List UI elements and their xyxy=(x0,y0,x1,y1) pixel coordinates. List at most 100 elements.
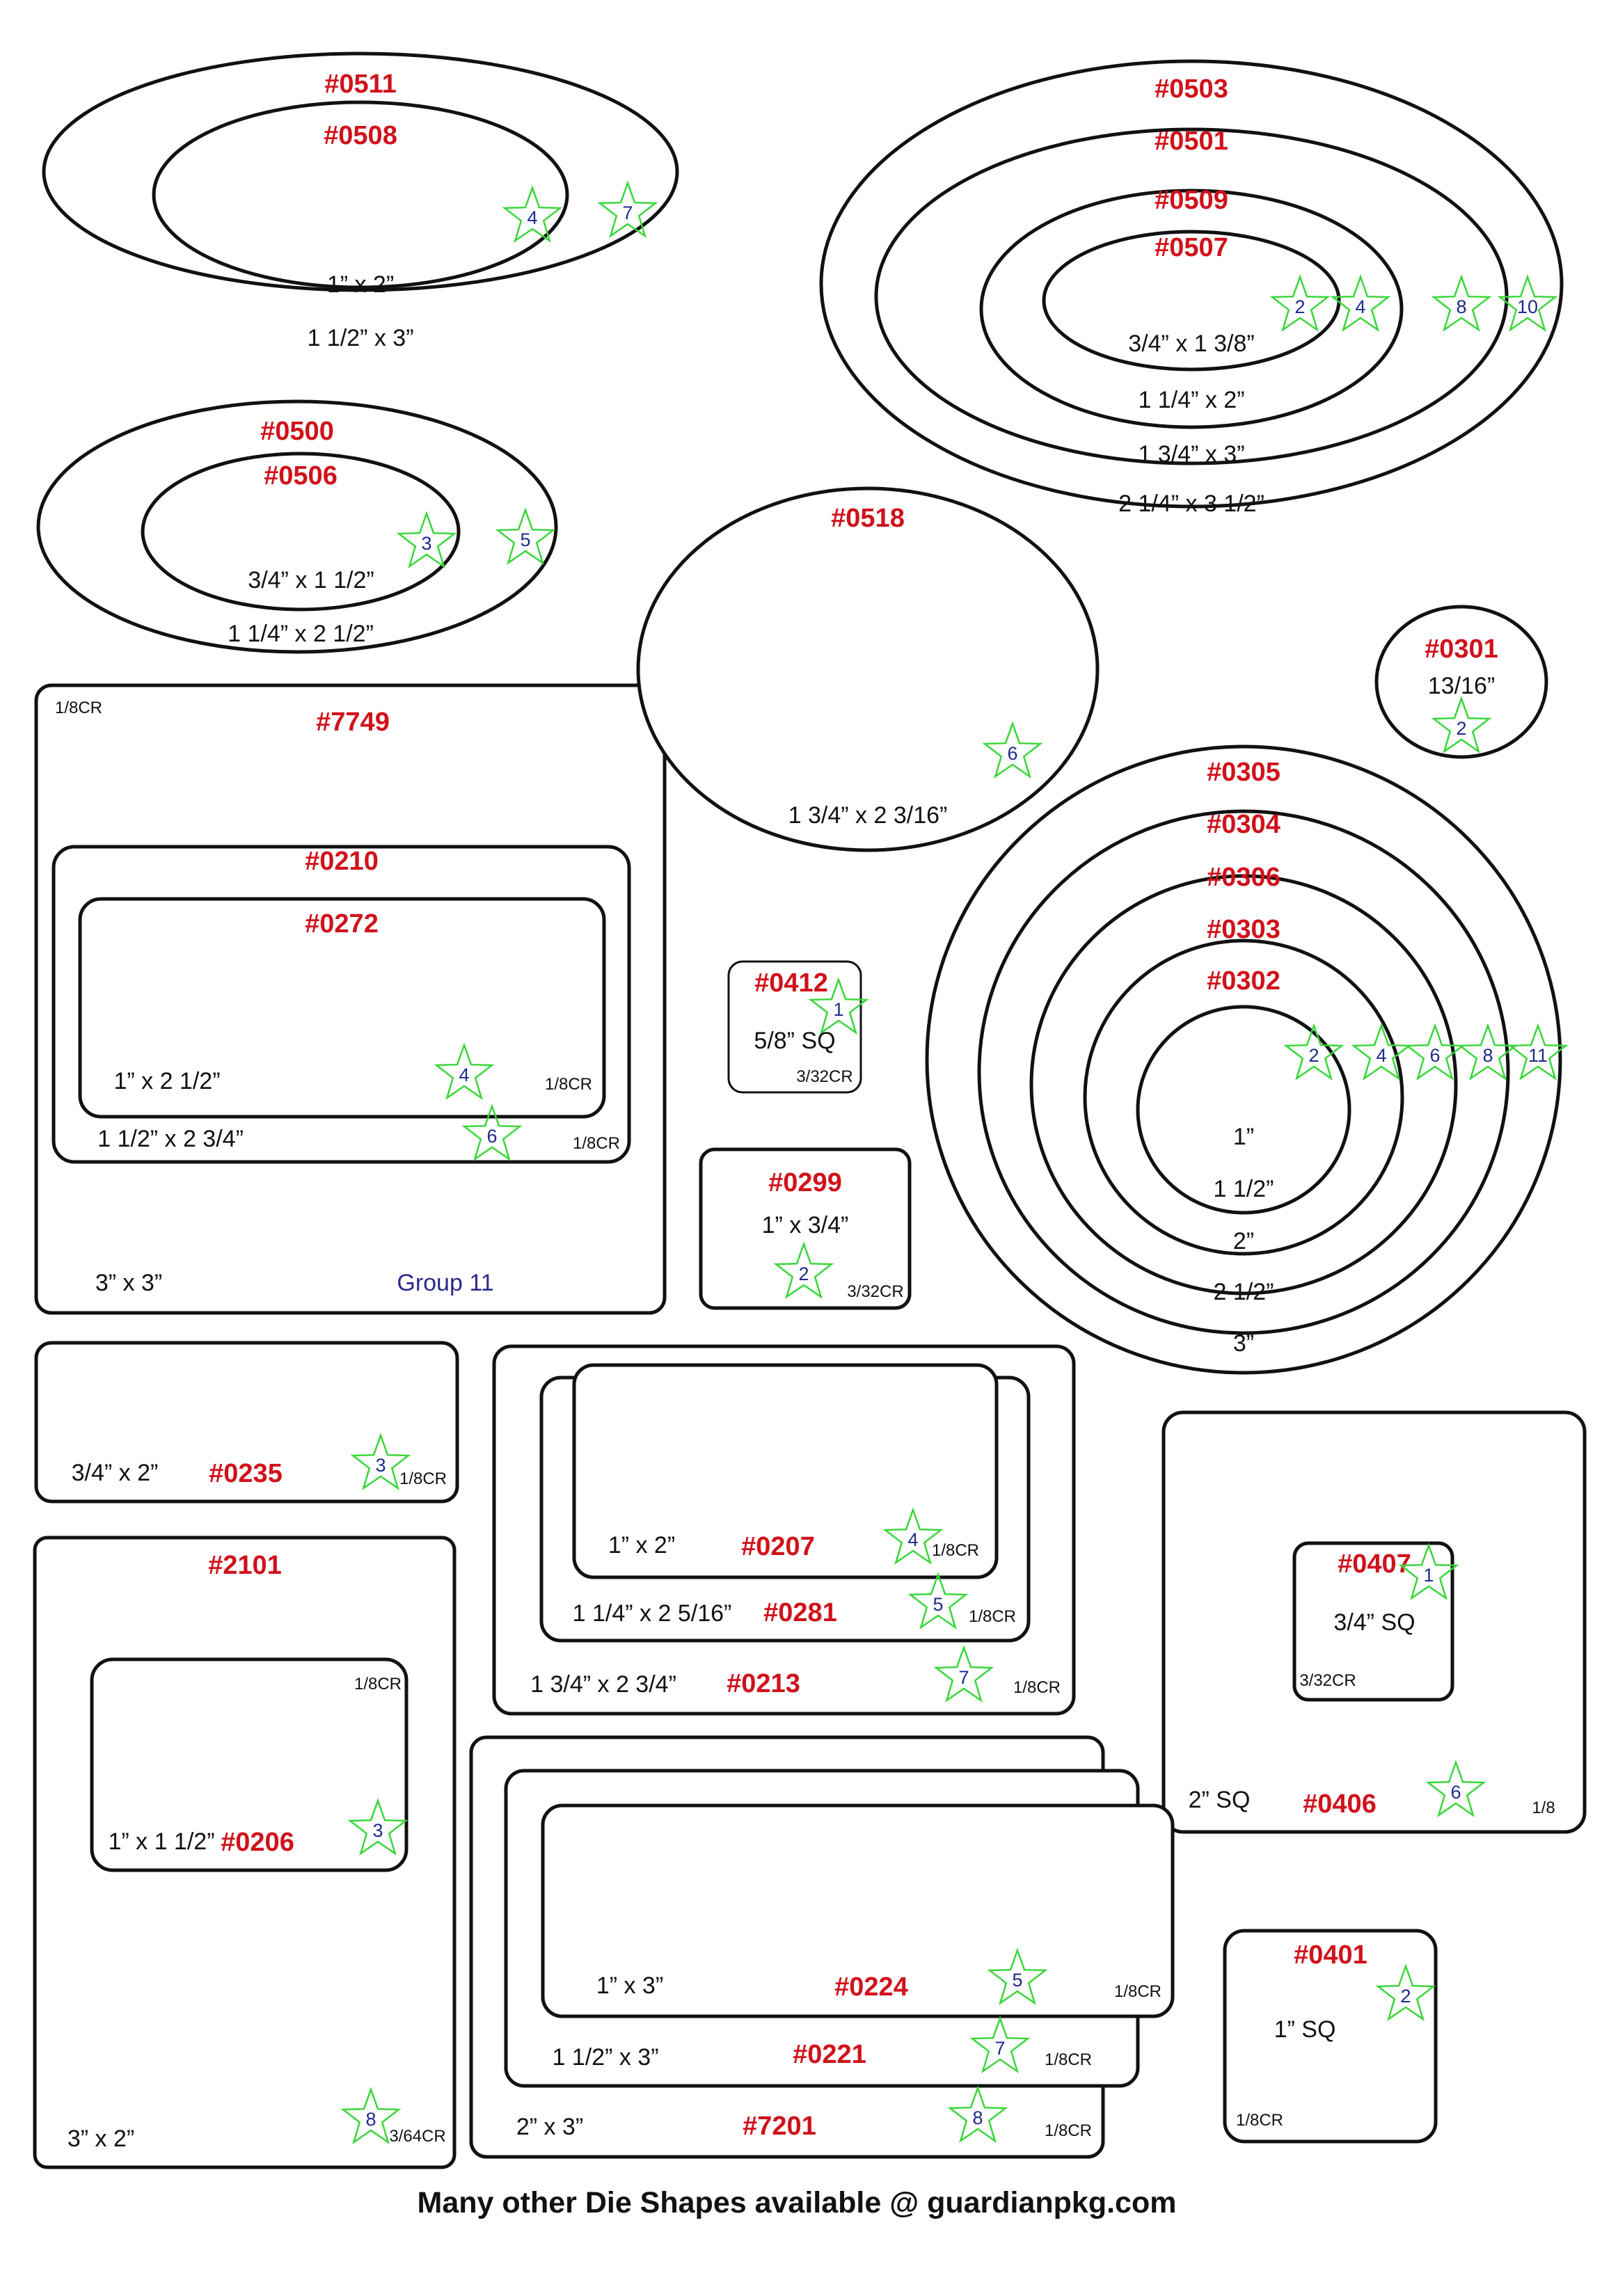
die-group-0301: #0301 13/16” 2 xyxy=(1374,605,1548,759)
star-number: 2 xyxy=(1456,718,1466,739)
star-badge-0412: 1 xyxy=(808,977,869,1035)
die-code-0509: #0509 xyxy=(1155,186,1228,215)
star-badge-0303: 4 xyxy=(1351,1023,1412,1081)
die-group-0305: #0305 #0304 #0306 #0303 #0302 1” 1 1/2” … xyxy=(925,744,1569,1375)
corner-radius-0406: 1/8 xyxy=(1532,1799,1555,1817)
die-code-0221: #0221 xyxy=(793,2040,866,2069)
star-badge-0299: 2 xyxy=(773,1241,834,1300)
die-code-0272: #0272 xyxy=(305,909,379,939)
star-number: 2 xyxy=(1294,296,1305,317)
die-code-0306: #0306 xyxy=(1207,863,1280,892)
die-group-7201: 1” x 3” #0224 1/8CR 1 1/2” x 3” #0221 1/… xyxy=(469,1735,1175,2159)
star-icon xyxy=(933,1645,994,1703)
star-number: 5 xyxy=(1012,1970,1022,1991)
star-badge-0305: 11 xyxy=(1507,1023,1569,1081)
die-group-0299: #0299 1” x 3/4” 3/32CR 2 xyxy=(699,1147,912,1310)
die-size-0221: 1 1/2” x 3” xyxy=(552,2044,658,2071)
die-code-7201: #7201 xyxy=(743,2112,816,2141)
die-code-0507: #0507 xyxy=(1155,233,1228,262)
circle-0306-outline xyxy=(1029,874,1458,1296)
star-icon xyxy=(1431,696,1492,754)
corner-radius-0281: 1/8CR xyxy=(969,1607,1016,1626)
star-badge-0406: 6 xyxy=(1425,1760,1486,1818)
star-icon xyxy=(597,180,658,239)
die-size-0305: 3” xyxy=(1233,1330,1254,1357)
square-0406-outline xyxy=(1161,1410,1587,1834)
rect-0206-outline xyxy=(90,1657,409,1872)
die-size-0224: 1” x 3” xyxy=(596,1972,663,1999)
star-badge-0508: 4 xyxy=(502,185,563,244)
die-code-0406: #0406 xyxy=(1303,1789,1377,1819)
die-code-0303: #0303 xyxy=(1207,915,1280,944)
star-icon xyxy=(907,1572,969,1630)
star-number: 6 xyxy=(486,1126,497,1147)
die-code-2101: #2101 xyxy=(208,1551,282,1580)
die-group-0518: #0518 1 3/4” x 2 3/16” 6 xyxy=(636,486,1100,852)
star-icon xyxy=(1375,1963,1436,2022)
die-code-0508: #0508 xyxy=(324,121,397,150)
die-size-7749: 3” x 3” xyxy=(95,1270,162,1296)
star-badge-0207: 4 xyxy=(882,1507,944,1565)
star-number: 6 xyxy=(1450,1782,1461,1803)
rect-7749-outline xyxy=(34,683,667,1315)
star-number: 4 xyxy=(1376,1045,1386,1066)
corner-radius-0224: 1/8CR xyxy=(1114,1982,1161,2001)
star-badge-0511: 7 xyxy=(597,180,658,239)
die-size-0509: 1 1/4” x 2” xyxy=(1138,387,1244,413)
corner-radius-7201: 1/8CR xyxy=(1045,2121,1092,2140)
rect-0207-outline xyxy=(572,1363,999,1579)
die-group-0213: 1” x 2” #0207 1/8CR 1 1/4” x 2 5/16” #02… xyxy=(492,1344,1076,1716)
star-badge-0407: 1 xyxy=(1398,1542,1459,1601)
star-badge-0507: 2 xyxy=(1269,274,1331,333)
corner-radius-0235: 1/8CR xyxy=(399,1469,447,1488)
corner-radius-0299: 3/32CR xyxy=(847,1282,903,1301)
star-number: 4 xyxy=(527,207,537,228)
star-number: 1 xyxy=(1423,1565,1434,1586)
star-badge-0206: 3 xyxy=(347,1798,409,1856)
star-number: 6 xyxy=(1007,743,1017,764)
die-size-0401: 1” SQ xyxy=(1274,2016,1336,2043)
star-icon xyxy=(1330,274,1391,333)
die-code-0213: #0213 xyxy=(727,1669,800,1698)
die-size-0500: 1 1/4” x 2 1/2” xyxy=(228,621,374,647)
die-size-0303: 1 1/2” xyxy=(1214,1176,1274,1202)
star-number: 7 xyxy=(958,1667,969,1688)
oval-0501-outline xyxy=(874,127,1509,465)
star-number: 6 xyxy=(1429,1045,1440,1066)
circle-0305-outline xyxy=(925,744,1562,1375)
rect-0210-outline xyxy=(51,845,631,1164)
oval-0511-outline xyxy=(42,51,679,292)
star-icon xyxy=(340,2087,402,2145)
square-0412-outline xyxy=(727,960,862,1094)
star-badge-0503: 10 xyxy=(1497,274,1558,333)
die-group-2101: #2101 1/8CR 1” x 1 1/2” #0206 3” x 2” 3/… xyxy=(33,1536,457,2169)
star-badge-0301: 2 xyxy=(1431,696,1492,754)
corner-radius-2101: 3/64CR xyxy=(389,2127,445,2146)
rect-0299-outline xyxy=(699,1147,912,1310)
die-size-0306: 2” xyxy=(1233,1228,1254,1254)
star-icon xyxy=(350,1433,411,1491)
star-number: 4 xyxy=(907,1529,918,1550)
oval-0518-outline xyxy=(636,486,1100,852)
die-group-7749: 1/8CR #7749 #0210 #0272 1” x 2 1/2” 1/8C… xyxy=(34,683,667,1315)
star-badge-0210: 6 xyxy=(461,1103,523,1162)
star-badge-0506: 3 xyxy=(396,511,457,569)
die-size-0518: 1 3/4” x 2 3/16” xyxy=(788,802,948,829)
circle-0302-outline xyxy=(1136,1005,1351,1215)
star-badge-0235: 3 xyxy=(350,1433,411,1491)
corner-radius-0210: 1/8CR xyxy=(573,1134,620,1153)
corner-radius-0221: 1/8CR xyxy=(1045,2050,1092,2069)
star-badge-0518: 6 xyxy=(982,721,1043,779)
star-badge-0501: 8 xyxy=(1431,274,1492,333)
die-size-0281: 1 1/4” x 2 5/16” xyxy=(573,1600,732,1627)
die-group-0511: #0511 #0508 1” x 2” 1 1/2” x 3” 4 7 xyxy=(42,51,679,351)
die-code-0304: #0304 xyxy=(1207,810,1280,839)
star-badge-0272: 4 xyxy=(434,1042,495,1101)
star-badge-0221: 7 xyxy=(969,2016,1031,2074)
star-number: 1 xyxy=(833,999,843,1020)
star-icon xyxy=(1431,274,1492,333)
die-size-0272: 1” x 2 1/2” xyxy=(113,1068,220,1094)
oval-0503-outline xyxy=(819,59,1564,509)
corner-radius-0407: 3/32CR xyxy=(1299,1671,1356,1690)
